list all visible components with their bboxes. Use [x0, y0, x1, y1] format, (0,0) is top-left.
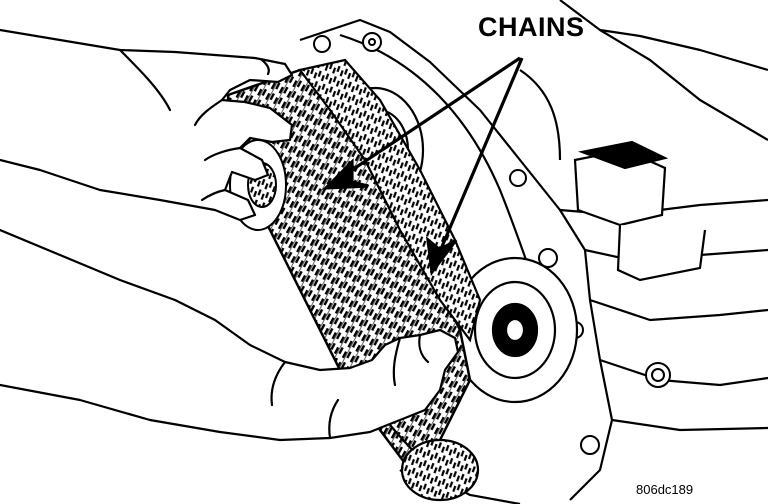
callout-label: CHAINS: [478, 12, 585, 42]
callout-arrows: [321, 56, 524, 277]
upper-hand: [0, 28, 294, 222]
lower-hand: [0, 228, 460, 442]
lower-housing: [389, 424, 521, 504]
lower-sprocket: [451, 256, 579, 404]
figure-id: 806dc189: [636, 482, 694, 497]
shift-connector: [573, 140, 707, 282]
